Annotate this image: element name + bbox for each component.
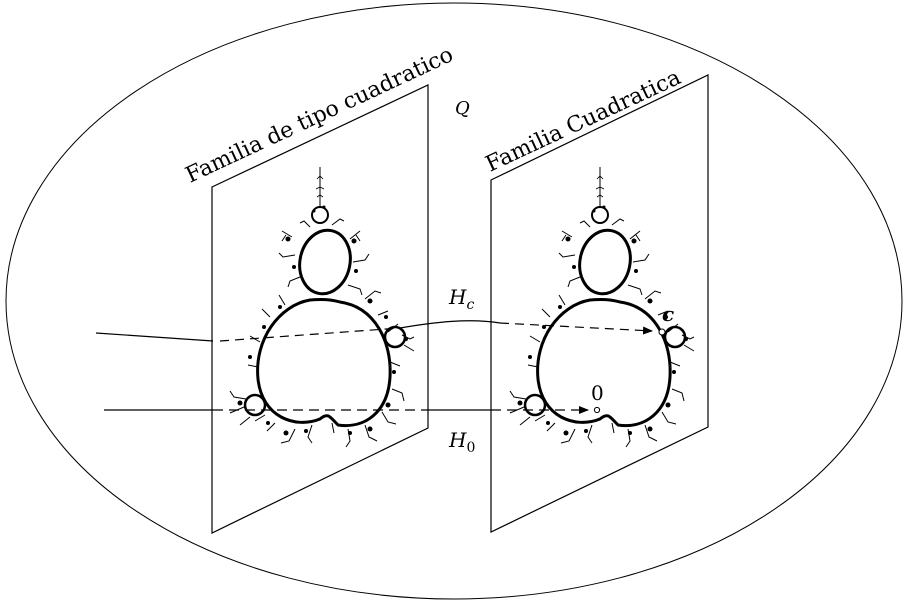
point-0-label: 0 [591, 381, 604, 405]
point-c-marker [658, 328, 666, 336]
space-label: Q [455, 98, 470, 119]
outer-ellipse [5, 2, 903, 600]
map-c-label-sub: c [466, 297, 474, 313]
point-c-label: c [662, 302, 674, 326]
map-0-label-base: H [448, 428, 467, 452]
map-c-arrow [499, 322, 653, 335]
map-c-path-curve [399, 320, 501, 329]
map-0-label: H0 [448, 428, 475, 456]
point-0-marker [593, 406, 601, 414]
map-0-label-sub: 0 [466, 440, 475, 456]
left-panel [211, 84, 429, 534]
right-panel [490, 74, 709, 533]
map-c-label-base: H [448, 285, 467, 309]
map-c-path-hidden [219, 327, 401, 342]
map-c-label: Hc [448, 285, 474, 313]
map-c-path-entry [95, 332, 214, 342]
